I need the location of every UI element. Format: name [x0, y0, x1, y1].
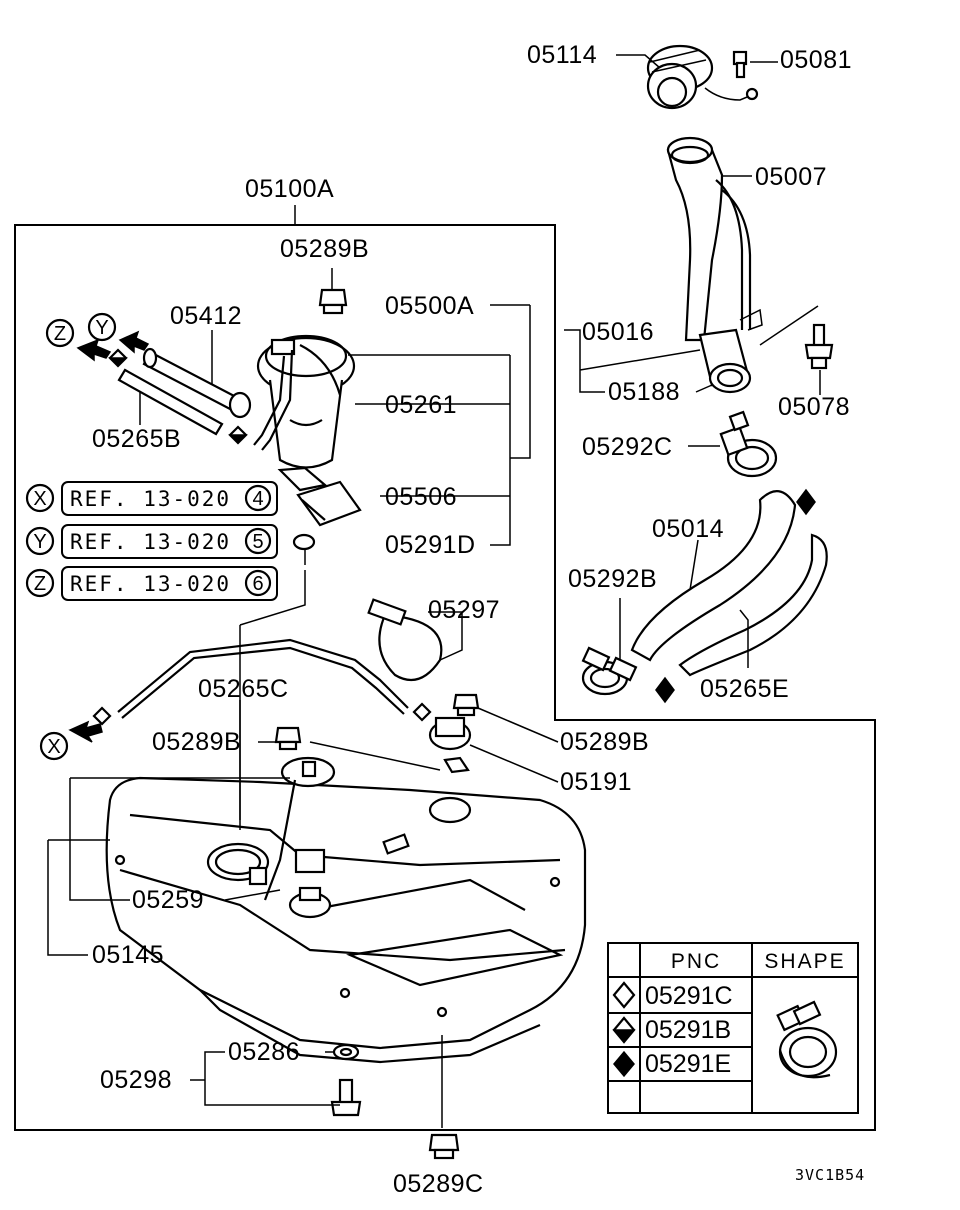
- label-05289C[interactable]: 05289C: [393, 1170, 484, 1198]
- gasket-05291D: [292, 533, 316, 551]
- assembly-boundary: [14, 224, 876, 1131]
- reference-z[interactable]: Z REF. 13-020 6: [25, 566, 278, 601]
- diamond-outline-icon: [612, 981, 636, 1009]
- label-05014[interactable]: 05014: [652, 515, 724, 543]
- reference-x-text: REF. 13-020: [70, 487, 231, 511]
- label-05145[interactable]: 05145: [92, 941, 164, 969]
- valve-05191: [428, 716, 472, 824]
- label-05289B-right[interactable]: 05289B: [560, 728, 649, 756]
- reference-y-number: 5: [252, 531, 263, 553]
- reference-z-letter: Z: [34, 573, 46, 595]
- svg-text:X: X: [47, 736, 60, 758]
- pipe-05412: [142, 347, 252, 419]
- bolt-05078: [804, 323, 834, 370]
- legend-header-pnc: PNC: [671, 950, 721, 973]
- reference-y-letter: Y: [33, 531, 46, 553]
- fuel-pump-module: [253, 334, 356, 492]
- label-05286[interactable]: 05286: [228, 1038, 300, 1066]
- label-05265C[interactable]: 05265C: [198, 675, 289, 703]
- label-05261[interactable]: 05261: [385, 391, 457, 419]
- reference-z-text: REF. 13-020: [70, 572, 231, 596]
- label-05114[interactable]: 05114: [527, 41, 597, 69]
- label-05188[interactable]: 05188: [608, 378, 680, 406]
- nut-05289C: [428, 1133, 460, 1160]
- clamp-05292B: [581, 646, 638, 696]
- label-05292B[interactable]: 05292B: [568, 565, 657, 593]
- tank-ring-05259: [206, 756, 336, 919]
- label-05265B[interactable]: 05265B: [92, 425, 181, 453]
- label-05259[interactable]: 05259: [132, 886, 204, 914]
- marker-x: X: [39, 731, 69, 761]
- legend-table: PNC SHAPE 05291C 05291B 05291E: [607, 942, 859, 1114]
- hose-clamp-shape-icon: [776, 1000, 838, 1079]
- label-05007[interactable]: 05007: [755, 163, 827, 191]
- reference-y[interactable]: Y REF. 13-020 5: [25, 524, 278, 559]
- legend-pnc-row-3: 05291E: [645, 1050, 731, 1078]
- marker-y: Y: [87, 312, 117, 342]
- label-05291D[interactable]: 05291D: [385, 531, 476, 559]
- label-05078[interactable]: 05078: [778, 393, 850, 421]
- label-05298[interactable]: 05298: [100, 1066, 172, 1094]
- hose-05265B: [117, 368, 224, 436]
- label-05265E[interactable]: 05265E: [700, 675, 789, 703]
- arrow-to-x: [68, 720, 103, 743]
- reference-z-number: 6: [252, 573, 263, 595]
- reference-x-letter: X: [33, 488, 46, 510]
- reference-y-symbol: [25, 526, 55, 556]
- nut-05289B-top: [318, 288, 348, 315]
- bolt-05298: [330, 1078, 362, 1117]
- hose-05265E: [678, 533, 828, 677]
- diagram-code: 3VC1B54: [795, 1166, 865, 1184]
- svg-text:Y: Y: [95, 317, 108, 339]
- screw-05081: [732, 50, 748, 79]
- diamond-markers: [92, 348, 816, 726]
- legend-pnc-row-1: 05291C: [645, 982, 733, 1010]
- washer-05286: [332, 1043, 360, 1061]
- band-05297: [367, 598, 443, 682]
- legend-pnc-row-2: 05291B: [645, 1016, 731, 1044]
- reference-x[interactable]: X REF. 13-020 4: [25, 481, 278, 516]
- nut-05289B-right: [452, 693, 480, 717]
- filter-05506: [296, 480, 362, 527]
- label-05081[interactable]: 05081: [780, 46, 852, 74]
- reference-y-text: REF. 13-020: [70, 530, 231, 554]
- clamp-05292C: [719, 410, 778, 478]
- leader-lines: [47, 54, 821, 1128]
- fuel-filler-cap: [646, 44, 759, 110]
- label-05500A[interactable]: 05500A: [385, 292, 474, 320]
- reference-x-number: 4: [252, 488, 263, 510]
- label-05297[interactable]: 05297: [428, 596, 500, 624]
- label-05289B-mid[interactable]: 05289B: [152, 728, 241, 756]
- tube-05265C: [117, 638, 409, 719]
- label-05292C[interactable]: 05292C: [582, 433, 673, 461]
- label-05506[interactable]: 05506: [385, 483, 457, 511]
- label-05289B-top[interactable]: 05289B: [280, 235, 369, 263]
- diamond-filled-icon: [613, 1050, 635, 1078]
- reference-x-symbol: [25, 483, 55, 513]
- label-05412[interactable]: 05412: [170, 302, 242, 330]
- reference-z-symbol: [25, 568, 55, 598]
- nut-05289B-mid: [274, 726, 302, 751]
- label-05100A[interactable]: 05100A: [245, 175, 334, 203]
- svg-text:Z: Z: [54, 323, 66, 345]
- label-05016[interactable]: 05016: [582, 318, 654, 346]
- label-05191[interactable]: 05191: [560, 768, 632, 796]
- hose-05014: [630, 490, 797, 662]
- marker-z: Z: [45, 318, 75, 348]
- arrow-to-y: [118, 330, 150, 354]
- arrow-to-z: [76, 338, 112, 362]
- legend-header-shape: SHAPE: [764, 950, 845, 973]
- filler-neck-05007: [666, 136, 763, 394]
- fuel-tank-05145: [105, 776, 587, 1064]
